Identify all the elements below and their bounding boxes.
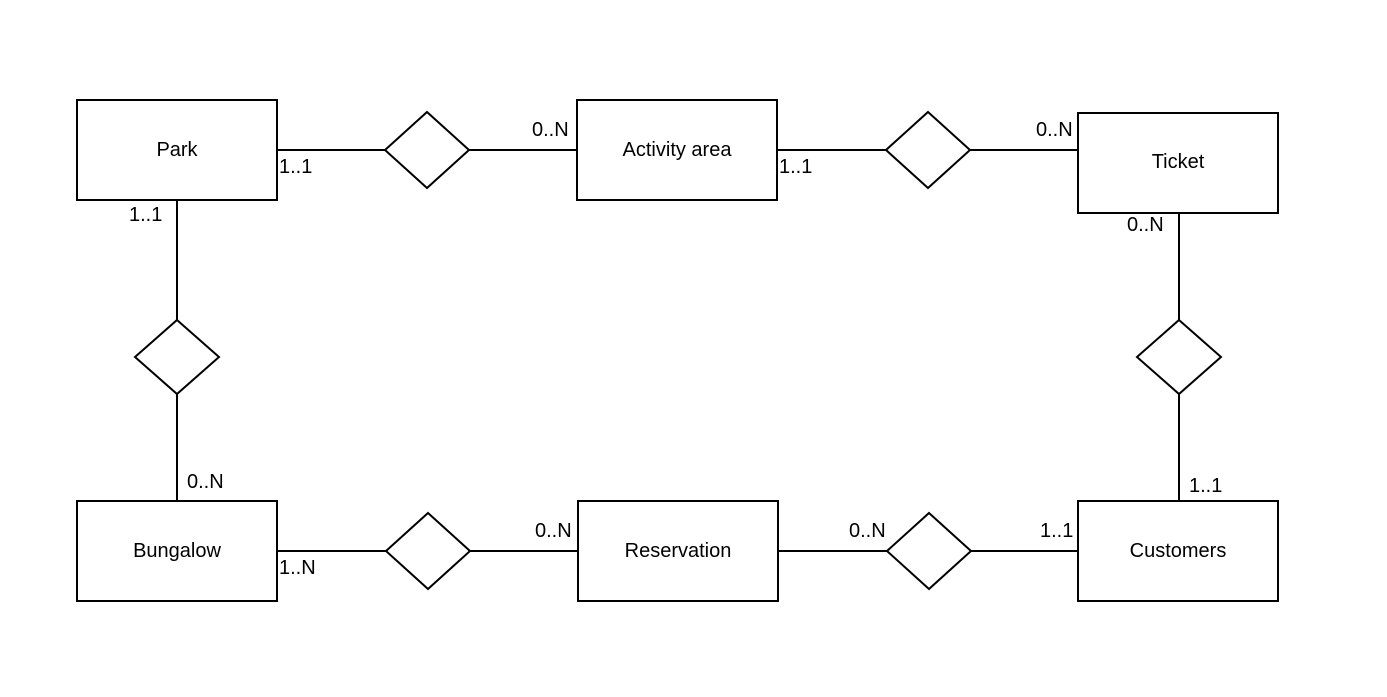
connector-lines (176, 149, 1180, 552)
entity-bungalow[interactable]: Bungalow (76, 500, 278, 602)
relationship-ticket-customers (1135, 318, 1223, 396)
cardinality-bungalow-reservation-bungalow: 1..N (279, 557, 316, 579)
entity-ticket[interactable]: Ticket (1077, 112, 1279, 214)
entity-ticket-box (1077, 112, 1279, 214)
cardinality-park-activity-activity: 0..N (532, 119, 569, 141)
cardinality-labels: 1..1 0..N 1..1 0..N 1..1 0..N 0..N 1..1 … (129, 119, 1222, 579)
entity-customers[interactable]: Customers (1077, 500, 1279, 602)
relationship-activity-ticket (884, 110, 972, 190)
entity-park[interactable]: Park (76, 99, 278, 201)
relationship-reservation-customers (885, 511, 973, 591)
cardinality-park-bungalow-park: 1..1 (129, 204, 162, 226)
relationship-park-bungalow (133, 318, 221, 396)
entity-reservation-box (577, 500, 779, 602)
cardinality-park-activity-park: 1..1 (279, 156, 312, 178)
entity-ticket-label: Ticket (1152, 151, 1205, 173)
entity-bungalow-box (76, 500, 278, 602)
entity-reservation-label: Reservation (625, 540, 732, 562)
cardinality-bungalow-reservation-reservation: 0..N (535, 520, 572, 542)
relationship-bungalow-reservation (384, 511, 472, 591)
cardinality-ticket-customers-customers: 1..1 (1189, 475, 1222, 497)
entity-bungalow-label: Bungalow (133, 540, 221, 562)
cardinality-activity-ticket-activity: 1..1 (779, 156, 812, 178)
cardinality-activity-ticket-ticket: 0..N (1036, 119, 1073, 141)
entity-park-box (76, 99, 278, 201)
cardinality-reservation-customers-reservation: 0..N (849, 520, 886, 542)
cardinality-park-bungalow-bungalow: 0..N (187, 471, 224, 493)
cardinality-ticket-customers-ticket: 0..N (1127, 214, 1164, 236)
relationship-diamonds (133, 110, 1223, 591)
entity-customers-box (1077, 500, 1279, 602)
entity-activity-area-label: Activity area (623, 139, 733, 161)
entity-park-label: Park (156, 139, 198, 161)
relationship-park-activity (383, 110, 471, 190)
cardinality-reservation-customers-customers: 1..1 (1040, 520, 1073, 542)
entity-activity-area[interactable]: Activity area (576, 99, 778, 201)
entity-activity-area-box (576, 99, 778, 201)
entity-customers-label: Customers (1130, 540, 1227, 562)
entity-reservation[interactable]: Reservation (577, 500, 779, 602)
